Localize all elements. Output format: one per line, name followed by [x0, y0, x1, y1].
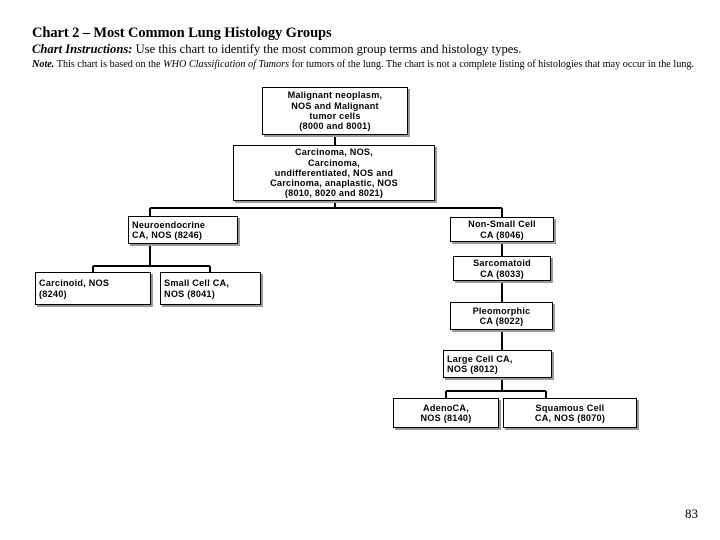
node-large-cell-ca[interactable]: Large Cell CA, NOS (8012)	[443, 350, 552, 378]
chart-note-label: Note.	[32, 59, 55, 70]
node-pleomorphic-ca[interactable]: Pleomorphic CA (8022)	[450, 302, 553, 330]
node-adeno-ca[interactable]: AdenoCA, NOS (8140)	[393, 398, 499, 428]
node-line: Sarcomatoid	[473, 258, 531, 269]
node-line: Squamous Cell	[535, 402, 605, 413]
node-line: Non-Small Cell	[468, 219, 536, 230]
node-line: (8240)	[39, 288, 67, 299]
node-small-cell-ca[interactable]: Small Cell CA, NOS (8041)	[160, 272, 261, 305]
node-carcinoma-nos[interactable]: Carcinoma, NOS, Carcinoma, undifferentia…	[233, 145, 435, 201]
node-line: CA (8033)	[480, 268, 524, 279]
node-line: NOS and Malignant	[291, 100, 379, 111]
node-non-small-cell-ca[interactable]: Non-Small Cell CA (8046)	[450, 217, 554, 242]
chart-instructions-text: Use this chart to identify the most comm…	[132, 42, 522, 56]
node-line: Carcinoma, NOS,	[294, 147, 374, 158]
node-line: Carcinoid, NOS	[39, 278, 110, 289]
chart-note-citation: WHO Classification of Tumors	[163, 59, 290, 70]
node-line: Large Cell CA,	[447, 353, 513, 364]
node-line: Neuroendocrine	[132, 219, 206, 230]
page-title: Chart 2 – Most Common Lung Histology Gro…	[32, 25, 332, 41]
node-line: tumor cells	[309, 111, 361, 121]
node-line: NOS (8041)	[164, 288, 216, 299]
document-header: Chart 2 – Most Common Lung Histology Gro…	[32, 26, 696, 71]
node-line: (8010, 8020 and 8021)	[284, 188, 384, 199]
node-line: Pleomorphic	[472, 305, 531, 316]
node-line: NOS (8140)	[420, 413, 472, 423]
node-line: CA, NOS (8246)	[132, 230, 203, 240]
node-neuroendocrine-ca[interactable]: Neuroendocrine CA, NOS (8246)	[128, 216, 238, 244]
chart-note: Note. This chart is based on the WHO Cla…	[32, 59, 696, 71]
node-line: Carcinoma, anaplastic, NOS	[270, 178, 398, 189]
node-line: CA (8022)	[479, 316, 524, 326]
node-line: CA, NOS (8070)	[534, 413, 606, 423]
node-line: CA (8046)	[480, 229, 524, 240]
chart-instructions: Chart Instructions: Use this chart to id…	[32, 42, 696, 57]
node-line: AdenoCA,	[423, 402, 469, 413]
node-carcinoid-nos[interactable]: Carcinoid, NOS (8240)	[35, 272, 151, 305]
node-line: Malignant neoplasm,	[287, 90, 383, 101]
chart-note-before: This chart is based on the	[54, 59, 164, 70]
page-number: 83	[685, 506, 698, 521]
chart-instructions-label: Chart Instructions:	[32, 42, 133, 56]
node-sarcomatoid-ca[interactable]: Sarcomatoid CA (8033)	[453, 256, 551, 281]
chart-note-after: for tumors of the lung. The chart is not…	[289, 59, 695, 70]
node-line: (8000 and 8001)	[299, 121, 371, 132]
node-squamous-cell-ca[interactable]: Squamous Cell CA, NOS (8070)	[503, 398, 637, 428]
node-line: Carcinoma,	[307, 157, 361, 168]
node-line: NOS (8012)	[447, 364, 499, 374]
node-malignant-neoplasm[interactable]: Malignant neoplasm, NOS and Malignant tu…	[262, 87, 408, 135]
node-line: Small Cell CA,	[164, 278, 230, 289]
node-line: undifferentiated, NOS and	[274, 167, 394, 178]
